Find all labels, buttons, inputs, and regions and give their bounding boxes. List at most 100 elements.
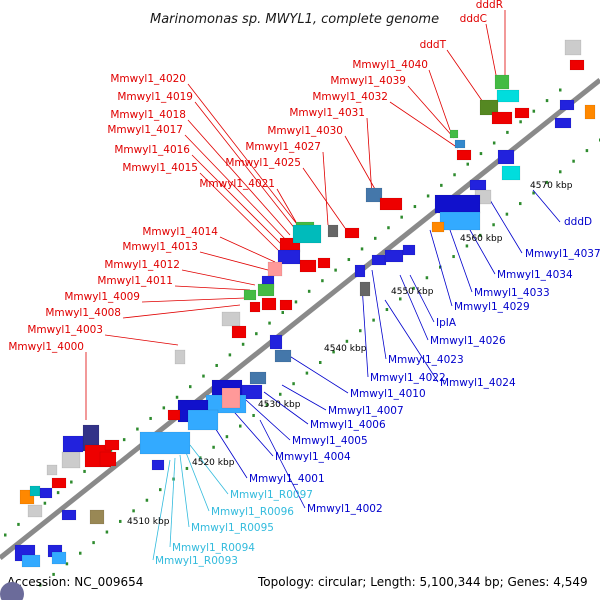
tick-mark xyxy=(545,180,549,184)
tick-mark xyxy=(585,149,589,153)
tick-mark xyxy=(360,247,364,251)
gene-feature xyxy=(249,301,261,313)
gene-feature xyxy=(379,197,403,211)
forward-gene-label: Mmwyl1_4030 xyxy=(267,125,343,137)
gene-feature xyxy=(569,59,585,71)
tick-mark xyxy=(372,318,375,322)
forward-gene-label: Mmwyl1_4014 xyxy=(142,226,218,238)
gene-feature xyxy=(51,551,67,565)
leader-line xyxy=(104,334,179,346)
gene-feature xyxy=(497,149,515,165)
gene-feature xyxy=(231,325,247,339)
tick-mark xyxy=(294,300,298,304)
tick-mark xyxy=(215,363,218,367)
tick-mark xyxy=(332,350,335,354)
gene-feature xyxy=(62,435,84,453)
leader-line xyxy=(384,299,439,383)
forward-gene-label: dddT xyxy=(420,39,447,51)
leader-line xyxy=(446,49,486,106)
tick-mark xyxy=(345,339,349,343)
reverse-gene-label: Mmwyl1_4034 xyxy=(497,269,573,281)
tick-mark xyxy=(265,403,269,407)
gene-feature xyxy=(151,459,165,471)
tick-mark xyxy=(559,88,562,92)
gene-feature xyxy=(317,257,331,269)
gene-feature xyxy=(431,221,445,233)
reverse-gene-label: Mmwyl1_4001 xyxy=(249,473,325,485)
leader-line xyxy=(485,23,498,81)
tick-mark xyxy=(70,480,73,484)
gene-feature xyxy=(27,504,43,518)
gene-feature xyxy=(564,39,582,56)
tick-mark xyxy=(56,491,60,495)
gene-feature xyxy=(491,111,513,125)
leader-line xyxy=(449,229,473,293)
reverse-gene-label: Mmwyl1_4033 xyxy=(474,287,550,299)
leader-line xyxy=(276,188,297,223)
genome-summary-text: Topology: circular; Length: 5,100,344 bp… xyxy=(257,575,588,589)
gene-feature xyxy=(279,299,293,311)
gene-feature xyxy=(249,371,267,385)
tick-mark xyxy=(426,194,430,198)
forward-gene-label: Mmwyl1_4031 xyxy=(289,107,365,119)
leader-line xyxy=(227,404,274,457)
tick-mark xyxy=(17,522,20,526)
forward-gene-label: Mmwyl1_4019 xyxy=(117,91,193,103)
gene-feature xyxy=(402,244,416,256)
tick-mark xyxy=(145,498,149,502)
gene-feature xyxy=(514,107,530,119)
tick-mark xyxy=(440,183,443,187)
tick-mark xyxy=(505,212,509,216)
scale-label: 4520 kbp xyxy=(192,458,235,468)
gene-feature xyxy=(29,485,41,497)
tick-mark xyxy=(307,289,311,293)
forward-gene-label: Mmwyl1_4025 xyxy=(225,157,301,169)
scale-label: 4530 kbp xyxy=(258,400,301,410)
gene-labels: dddRdddCdddTMmwyl1_4040Mmwyl1_4039Mmwyl1… xyxy=(8,0,600,567)
gene-feature xyxy=(267,261,283,277)
reverse-gene-label: Mmwyl1_4023 xyxy=(388,354,464,366)
tick-mark xyxy=(268,321,271,325)
tick-marks xyxy=(4,88,600,587)
leader-line xyxy=(322,151,329,226)
tick-mark xyxy=(279,392,282,396)
tick-mark xyxy=(43,501,47,505)
rna-gene-label: Mmwyl1_R0095 xyxy=(191,522,274,534)
leader-line xyxy=(371,269,387,360)
reverse-gene-label: IpIA xyxy=(436,317,457,329)
forward-gene-label: Mmwyl1_4011 xyxy=(97,275,173,287)
tick-mark xyxy=(425,276,429,280)
tick-mark xyxy=(225,435,229,439)
reverse-gene-label: Mmwyl1_4004 xyxy=(275,451,351,463)
tick-mark xyxy=(255,332,258,336)
gene-feature xyxy=(554,117,572,129)
tick-mark xyxy=(105,530,109,534)
leader-line xyxy=(389,101,459,149)
gene-feature xyxy=(501,165,521,181)
rna-gene-label: Mmwyl1_R0096 xyxy=(211,506,294,518)
gene-feature xyxy=(104,439,120,451)
reverse-gene-label: dddD xyxy=(564,216,592,228)
tick-mark xyxy=(252,413,255,417)
reverse-gene-label: Mmwyl1_4006 xyxy=(310,419,386,431)
tick-mark xyxy=(492,223,495,227)
leader-line xyxy=(194,101,297,231)
tick-mark xyxy=(347,258,351,262)
tick-mark xyxy=(189,385,192,389)
leader-line xyxy=(532,189,561,223)
tick-mark xyxy=(319,361,322,364)
leader-line xyxy=(122,304,241,319)
tick-mark xyxy=(52,572,55,576)
leader-line xyxy=(181,269,256,286)
gene-feature xyxy=(21,554,41,568)
leader-line xyxy=(174,285,251,291)
tick-mark xyxy=(559,170,562,174)
forward-gene-label: dddR xyxy=(476,0,503,11)
leader-line xyxy=(399,274,429,341)
gene-feature xyxy=(365,187,383,203)
tick-mark xyxy=(305,371,309,375)
reverse-gene-label: Mmwyl1_4007 xyxy=(328,405,404,417)
tick-mark xyxy=(239,424,242,428)
reverse-gene-label: Mmwyl1_4024 xyxy=(440,377,516,389)
reverse-gene-label: Mmwyl1_4026 xyxy=(430,335,506,347)
